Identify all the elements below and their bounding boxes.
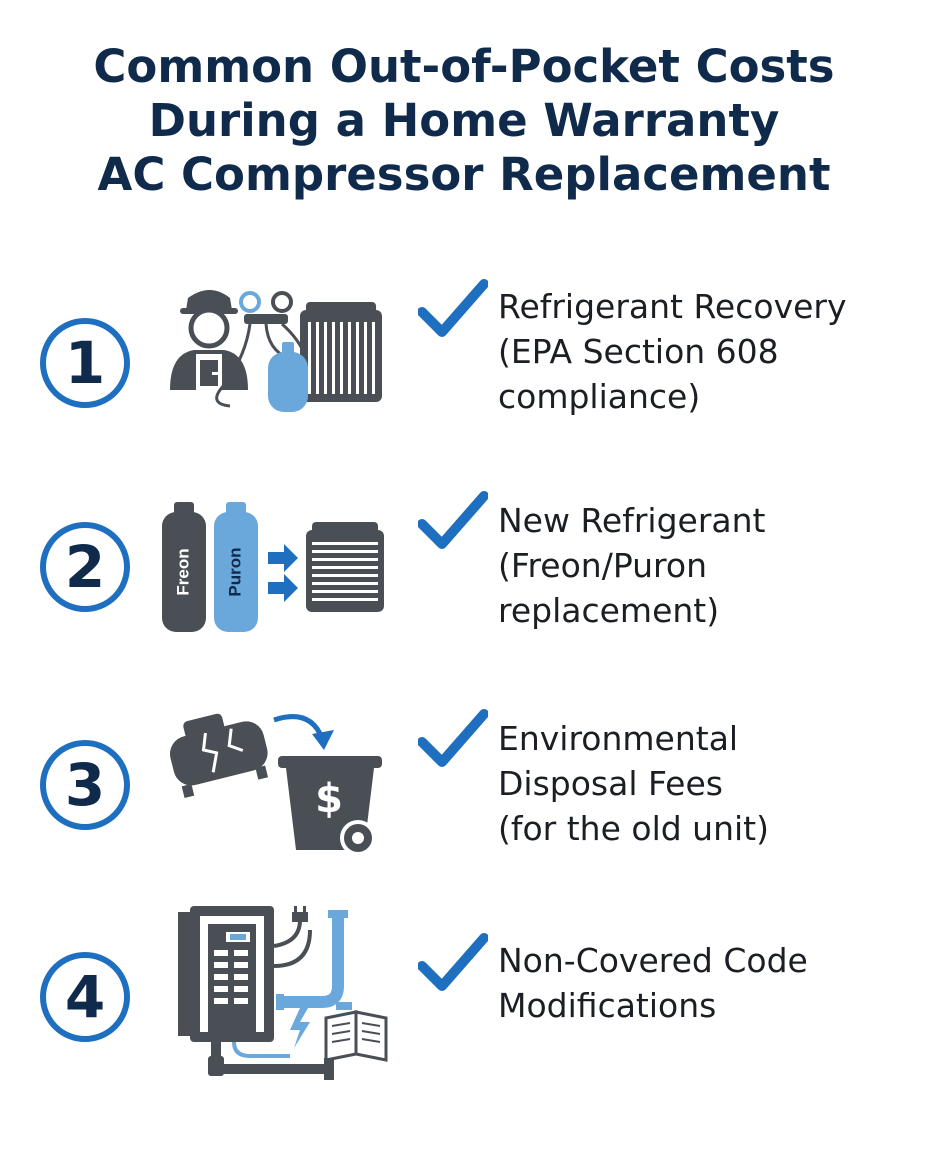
- refrigerant-tanks-icon: Freon Puron: [162, 502, 384, 632]
- checkmark-icon: [418, 933, 488, 991]
- checkmark-icon: [418, 491, 488, 549]
- title-line-3: AC Compressor Replacement: [97, 148, 831, 201]
- title-line-2: During a Home Warranty: [148, 94, 780, 147]
- number-badge-3: 3: [40, 740, 130, 830]
- cost-item-1-text: Refrigerant Recovery (EPA Section 608 co…: [498, 284, 847, 419]
- tank-label-freon: Freon: [173, 548, 192, 595]
- cost-item-3-line-3: (for the old unit): [498, 809, 769, 848]
- cost-item-1-line-1: Refrigerant Recovery: [498, 287, 847, 326]
- cost-item-3-line-2: Disposal Fees: [498, 764, 723, 803]
- cost-item-3-text: Environmental Disposal Fees (for the old…: [498, 716, 769, 851]
- number-badge-1: 1: [40, 318, 130, 408]
- cost-item-4: 4: [0, 906, 928, 1130]
- cost-item-2-line-2: (Freon/Puron: [498, 546, 708, 585]
- cost-item-4-line-1: Non-Covered Code: [498, 941, 808, 980]
- cost-item-2-line-1: New Refrigerant: [498, 501, 766, 540]
- cost-item-2-text: New Refrigerant (Freon/Puron replacement…: [498, 498, 765, 633]
- cost-item-1: 1 Refrigerant Recovery: [0, 270, 928, 480]
- checkmark-icon: [418, 279, 488, 337]
- title-line-1: Common Out-of-Pocket Costs: [93, 40, 835, 93]
- number-badge-2: 2: [40, 522, 130, 612]
- technician-refrigerant-recovery-icon: [170, 290, 382, 412]
- cost-item-1-line-2: (EPA Section 608: [498, 332, 779, 371]
- compressor-disposal-icon: $: [169, 713, 382, 856]
- number-badge-4: 4: [40, 952, 130, 1042]
- checkmark-icon: [418, 709, 488, 767]
- code-modifications-icon: [178, 906, 388, 1080]
- cost-item-3: 3 $ Environmental Disposal Fees (for the…: [0, 700, 928, 910]
- cost-item-3-line-1: Environmental: [498, 719, 739, 758]
- cost-item-4-line-2: Modifications: [498, 986, 717, 1025]
- cost-item-4-text: Non-Covered Code Modifications: [498, 938, 808, 1028]
- cost-item-2-line-3: replacement): [498, 591, 720, 630]
- page-title: Common Out-of-Pocket Costs During a Home…: [0, 40, 928, 202]
- tank-label-puron: Puron: [225, 547, 244, 596]
- cost-item-2: 2 Freon Puron New Refrigerant (Freon/Pur…: [0, 488, 928, 698]
- dollar-symbol: $: [315, 776, 343, 822]
- cost-item-1-line-3: compliance): [498, 377, 701, 416]
